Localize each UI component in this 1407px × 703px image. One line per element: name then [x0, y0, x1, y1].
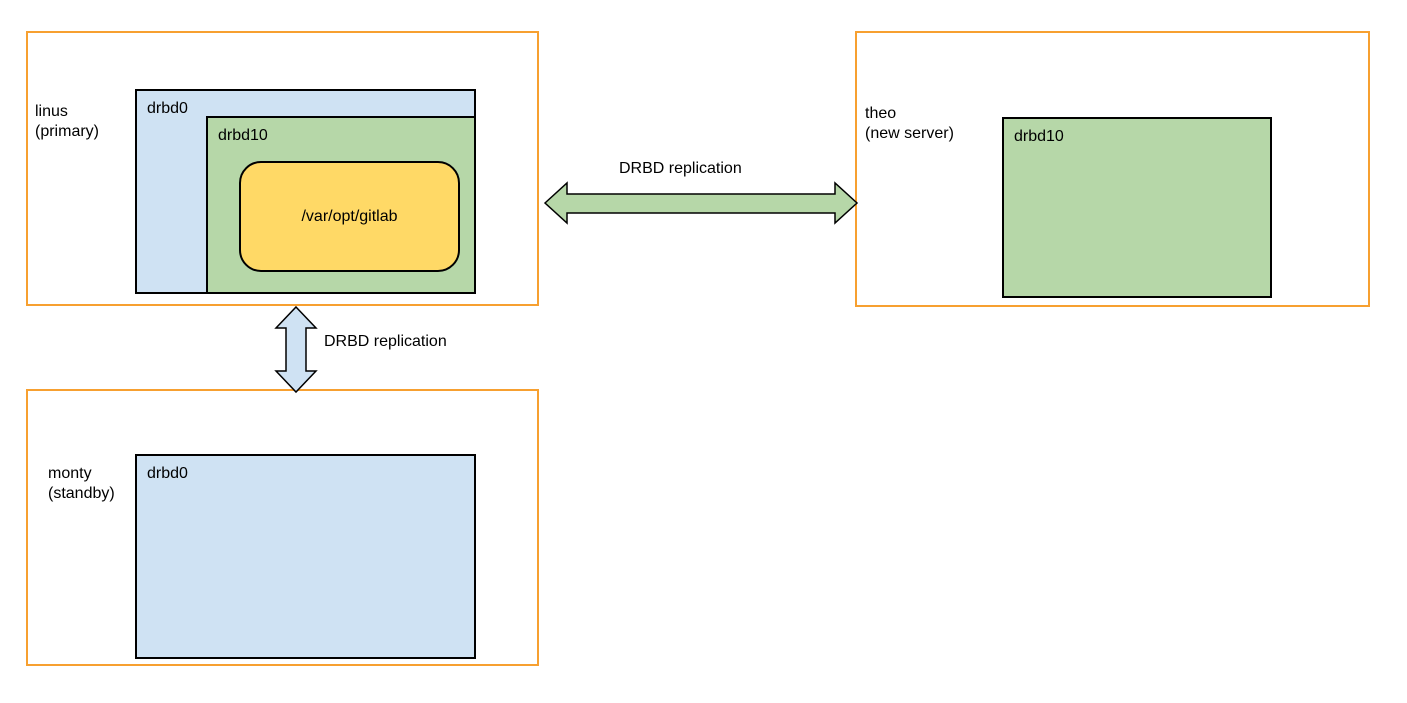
theo-drbd10-volume: drbd10 [1002, 117, 1272, 298]
server-monty-label: monty (standby) [48, 465, 115, 502]
monty-drbd0-label: drbd0 [147, 465, 188, 482]
gitlab-data-folder: /var/opt/gitlab [239, 161, 460, 272]
server-monty-box: monty (standby) drbd0 [26, 389, 539, 666]
horizontal-replication-label: DRBD replication [619, 160, 742, 177]
linus-drbd10-label: drbd10 [218, 127, 268, 144]
server-linus-label: linus (primary) [35, 103, 99, 140]
horizontal-replication-arrow [543, 181, 859, 225]
vertical-replication-label: DRBD replication [324, 333, 447, 350]
linus-drbd10-volume: drbd10 /var/opt/gitlab [206, 116, 476, 294]
monty-drbd0-volume: drbd0 [135, 454, 476, 659]
vertical-replication-arrow [274, 305, 318, 394]
server-theo-box: theo (new server) drbd10 [855, 31, 1370, 307]
theo-drbd10-label: drbd10 [1014, 128, 1064, 145]
server-linus-box: linus (primary) drbd0 drbd10 /var/opt/gi… [26, 31, 539, 306]
linus-drbd0-label: drbd0 [147, 100, 188, 117]
server-theo-label: theo (new server) [865, 105, 954, 142]
